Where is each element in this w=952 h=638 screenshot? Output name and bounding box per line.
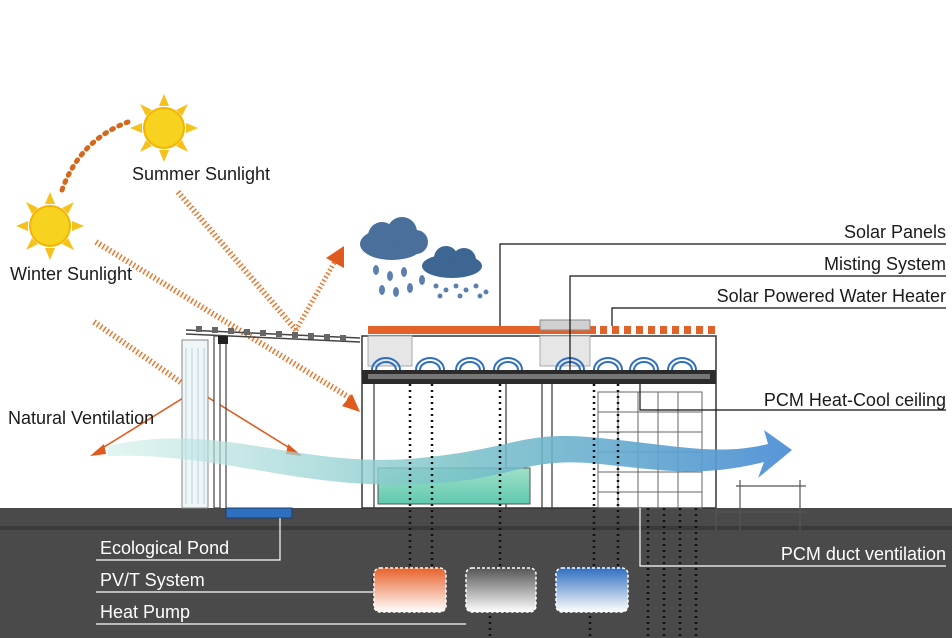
sun-rays [92, 190, 352, 401]
heat-pump-label: Heat Pump [100, 602, 190, 622]
underground-pipes [370, 384, 698, 638]
pvt-system-label: PV/T System [100, 570, 205, 590]
pvt-tank [373, 567, 447, 613]
ground-top [0, 526, 952, 530]
misting-system-label: Misting System [824, 254, 946, 274]
airflow-stream [108, 430, 792, 485]
vent-tower-grille [185, 348, 205, 504]
storage-tank [555, 567, 629, 613]
sun-path [59, 119, 131, 193]
ecological-pond-label: Ecological Pond [100, 538, 229, 558]
vent-arrow-left [90, 444, 106, 456]
pcm-ceiling-label: PCM Heat-Cool ceiling [764, 390, 946, 410]
misting-coils [371, 357, 697, 371]
roof-solar-panels [368, 326, 596, 334]
pergola [185, 326, 361, 343]
winter-sun-icon [16, 192, 84, 260]
ceiling-beam-inner [368, 374, 710, 379]
ray-arrows [342, 394, 360, 412]
solar-water-heater-label: Solar Powered Water Heater [717, 286, 946, 306]
left-roof-cap [218, 336, 228, 344]
ventilation-arrows [95, 389, 297, 453]
left-wall [213, 335, 221, 509]
solar-water-heater [600, 326, 715, 334]
natural-ventilation-label: Natural Ventilation [8, 408, 154, 428]
rain-cloud-icon [360, 217, 489, 299]
summer-sunlight-label: Summer Sunlight [132, 164, 270, 184]
railing [715, 480, 806, 530]
roof-hatch-mid [539, 335, 591, 367]
ground-callouts [96, 508, 946, 625]
reflect-arrowhead [326, 246, 344, 268]
pcm-duct-label: PCM duct ventilation [781, 544, 946, 564]
heat-pump-tank [465, 567, 537, 613]
callout-lines [499, 243, 946, 411]
summer-sun-icon [130, 94, 198, 162]
pond [225, 507, 293, 519]
roof-hatch-left [367, 335, 413, 367]
roof-structure [539, 319, 591, 331]
reflect-ray [293, 254, 341, 332]
winter-sunlight-label: Winter Sunlight [10, 264, 132, 284]
solar-panels-label: Solar Panels [844, 222, 946, 242]
